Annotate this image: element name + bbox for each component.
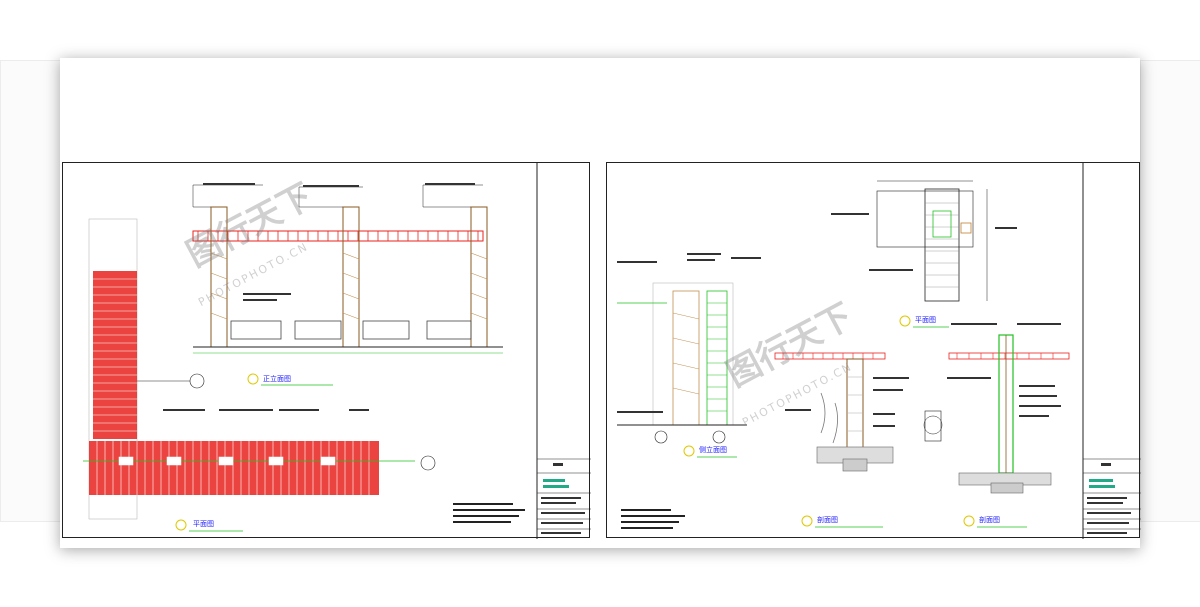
- drawing-canvas: 正立面图 平面图: [60, 58, 1141, 548]
- view-title-front-elevation: 正立面图: [263, 375, 291, 383]
- view-title-side-elevation: 侧立面图: [699, 446, 727, 454]
- background-sheet-left: [0, 60, 62, 522]
- view-title-plan-right: 平面图: [915, 316, 936, 324]
- title-block-text-right: [1087, 463, 1131, 534]
- drawing-sheet-right: 平面图 侧立面图 剖面图 剖面图: [606, 162, 1141, 539]
- column-plan-detail: [831, 180, 1017, 302]
- drawing-sheet-left: 正立面图 平面图: [62, 162, 591, 539]
- section-view-2: [923, 323, 1070, 494]
- drawing-left-svg: [83, 163, 591, 539]
- view-title-section-2: 剖面图: [979, 516, 1000, 524]
- front-elevation: [192, 183, 503, 354]
- drawing-right-svg: [617, 163, 1141, 539]
- plan-view: [83, 218, 525, 523]
- side-elevation: [617, 253, 761, 444]
- title-block-text-left: [541, 463, 585, 534]
- section-view-1: [774, 352, 909, 472]
- view-title-section-1: 剖面图: [817, 516, 838, 524]
- view-title-plan-left: 平面图: [193, 520, 214, 528]
- background-sheet-right: [1140, 60, 1200, 522]
